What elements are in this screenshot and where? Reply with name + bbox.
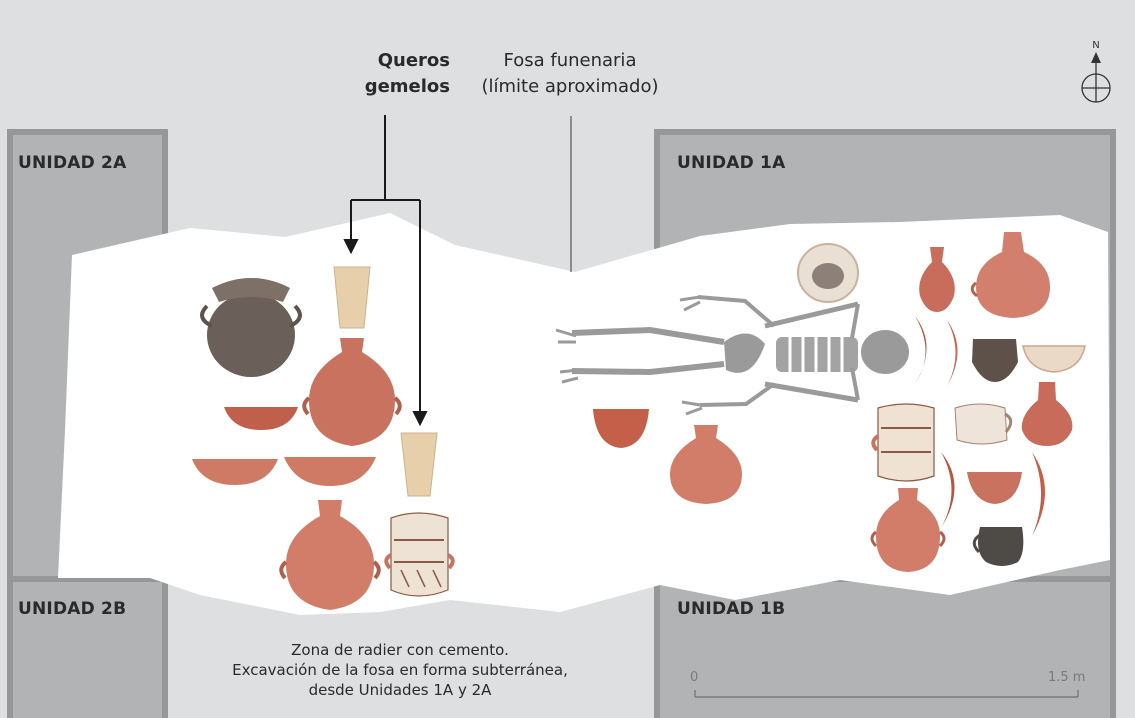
cement-note-line-3: desde Unidades 1A y 2A xyxy=(308,681,492,699)
burial-pit-label: Fosa funenaria (límite aproximado) xyxy=(440,48,700,100)
skeleton-icon xyxy=(555,295,909,416)
bowl-icon xyxy=(967,472,1022,504)
aribalo-icon xyxy=(670,425,742,504)
burial-pit-line-2: (límite aproximado) xyxy=(481,76,659,97)
north-compass-icon: N xyxy=(1081,40,1111,103)
paired-keros-arrows xyxy=(343,115,428,427)
kero-icon xyxy=(333,266,371,329)
bowl-icon xyxy=(1022,345,1086,373)
scale-end-label: 1.5 m xyxy=(1048,670,1086,685)
large-jar-icon xyxy=(970,232,1050,318)
cement-note-line-2: Excavación de la fosa en forma subterrán… xyxy=(232,661,568,679)
pitcher-icon xyxy=(919,247,955,312)
bowl-icon xyxy=(593,409,649,448)
kero-icon xyxy=(400,432,438,497)
unit-2b xyxy=(7,576,168,718)
aribalo-icon xyxy=(870,488,946,572)
plate-icon xyxy=(192,459,278,485)
scale-bar xyxy=(694,690,1079,698)
large-jar-icon xyxy=(200,278,302,377)
pitcher-icon xyxy=(1021,382,1073,446)
paired-keros-line-2: gemelos xyxy=(364,76,450,97)
plate-icon xyxy=(284,457,376,486)
dark-jar-icon xyxy=(972,527,1024,566)
paired-keros-label: Queros gemelos xyxy=(300,48,450,100)
pitcher-icon xyxy=(972,339,1018,382)
unit-label-2b: UNIDAD 2B xyxy=(18,599,127,619)
burial-pit-outline xyxy=(58,213,1110,615)
burial-pit-line-1: Fosa funenaria xyxy=(503,50,637,71)
decorated-jar-icon xyxy=(871,403,935,482)
aribalo-icon xyxy=(279,500,381,610)
aribalo-icon xyxy=(302,338,402,446)
cement-note-line-1: Zona de radier con cemento. xyxy=(291,641,509,659)
plate-icon xyxy=(915,316,958,386)
unit-label-1b: UNIDAD 1B xyxy=(677,599,786,619)
bowl-icon xyxy=(797,243,859,303)
pitcher-icon xyxy=(954,403,1013,445)
svg-text:N: N xyxy=(1092,40,1099,51)
unit-label-1a: UNIDAD 1A xyxy=(677,153,786,173)
cement-zone-note: Zona de radier con cemento. Excavación d… xyxy=(180,640,620,700)
plate-icon xyxy=(941,452,1045,536)
unit-label-2a: UNIDAD 2A xyxy=(18,153,127,173)
bowl-icon xyxy=(224,407,298,430)
paired-keros-line-1: Queros xyxy=(377,50,450,71)
scale-start-label: 0 xyxy=(690,670,699,685)
decorated-jar-icon xyxy=(384,512,455,597)
